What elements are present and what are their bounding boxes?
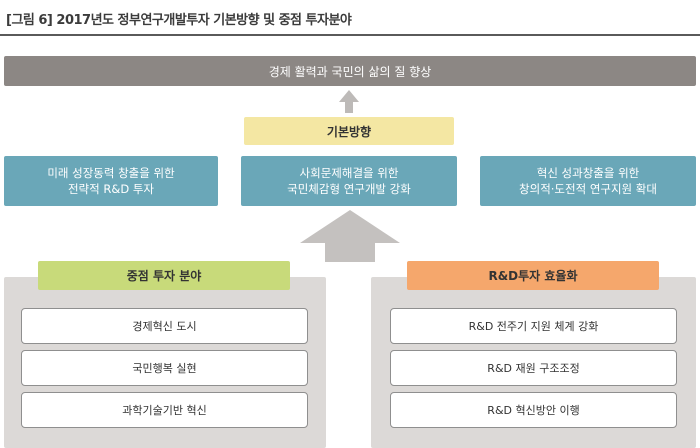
figure-title: [그림 6] 2017년도 정부연구개발투자 기본방향 및 중점 투자분야 bbox=[6, 13, 352, 28]
arrow-up-small-icon bbox=[339, 90, 359, 113]
focus-area-item: 국민행복 실현 bbox=[21, 350, 308, 386]
direction-box-innovation: 혁신 성과창출을 위한 창의적·도전적 연구지원 확대 bbox=[480, 156, 696, 206]
arrow-up-large-icon bbox=[300, 210, 400, 262]
focus-area-item: 과학기술기반 혁신 bbox=[21, 392, 308, 428]
direction-box-growth: 미래 성장동력 창출을 위한 전략적 R&D 투자 bbox=[4, 156, 218, 206]
efficiency-header: R&D투자 효율화 bbox=[407, 261, 659, 290]
focus-areas-header: 중점 투자 분야 bbox=[38, 261, 290, 290]
efficiency-item: R&D 전주기 지원 체계 강화 bbox=[390, 308, 677, 344]
efficiency-item: R&D 혁신방안 이행 bbox=[390, 392, 677, 428]
efficiency-item: R&D 재원 구조조정 bbox=[390, 350, 677, 386]
title-rule bbox=[0, 34, 700, 36]
direction-box-social: 사회문제해결을 위한 국민체감형 연구개발 강화 bbox=[241, 156, 457, 206]
basic-direction-box: 기본방향 bbox=[244, 117, 454, 145]
goal-box: 경제 활력과 국민의 삶의 질 향상 bbox=[4, 56, 696, 86]
focus-area-item: 경제혁신 도시 bbox=[21, 308, 308, 344]
